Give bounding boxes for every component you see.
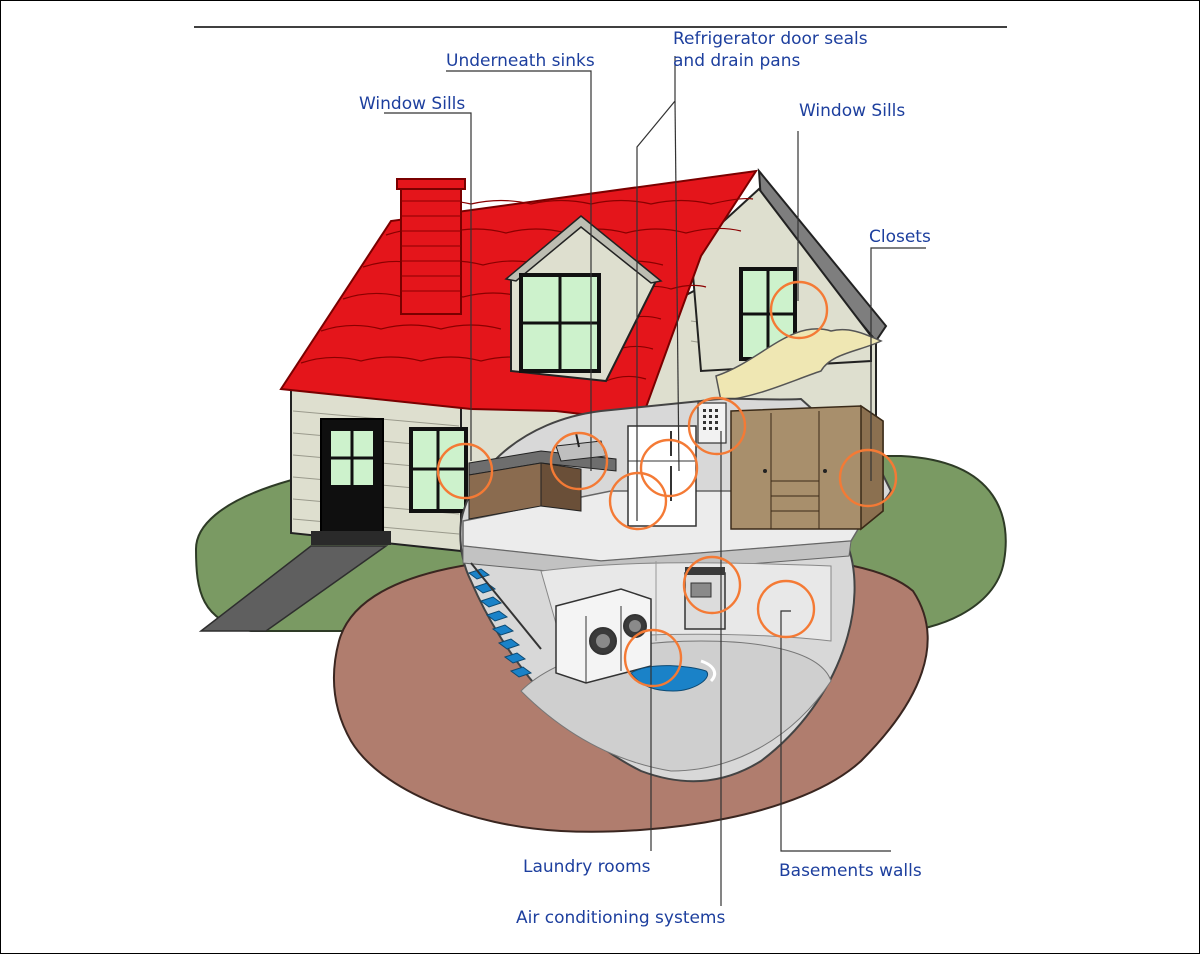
- highlight-circles: [436, 280, 898, 688]
- furnace-unit: [684, 567, 726, 630]
- label-laundry-rooms: Laundry rooms: [523, 857, 651, 877]
- wardrobe: [730, 404, 884, 531]
- label-window-sills-right: Window Sills: [799, 101, 906, 121]
- leader-lines: [384, 56, 926, 906]
- label-fridge-line1: Refrigerator door seals: [673, 29, 868, 49]
- label-air-conditioning: Air conditioning systems: [516, 908, 726, 928]
- highlight-ac-panel: [687, 396, 747, 456]
- highlight-basement-wall: [756, 579, 816, 639]
- highlight-sink: [549, 431, 609, 491]
- thermostat-panel: [697, 402, 727, 444]
- hose: [700, 659, 717, 683]
- refrigerator: [627, 425, 697, 527]
- kitchen-counter: [468, 432, 617, 520]
- highlight-laundry: [623, 628, 683, 688]
- front-door: [311, 418, 391, 545]
- highlight-drain-pan: [608, 471, 668, 531]
- stair-rail: [470, 562, 542, 650]
- highlight-closet: [838, 448, 898, 508]
- label-closets: Closets: [869, 227, 931, 247]
- highlight-window-sill-right: [769, 280, 829, 340]
- highlight-fridge-seal: [639, 438, 699, 498]
- stairs: [467, 568, 533, 678]
- label-basement-walls: Basements walls: [779, 861, 922, 881]
- highlight-window-sill-left: [436, 442, 494, 500]
- chimney: [396, 178, 466, 315]
- dormer: [504, 215, 663, 383]
- water-puddle: [630, 665, 709, 692]
- washer-dryer: [555, 588, 652, 684]
- walkway: [198, 545, 389, 632]
- label-fridge-line2: and drain pans: [673, 51, 801, 71]
- attic-insulation: [715, 328, 883, 402]
- highlight-ac-system: [682, 555, 742, 615]
- label-underneath-sinks: Underneath sinks: [446, 51, 595, 71]
- label-window-sills-left: Window Sills: [359, 94, 466, 114]
